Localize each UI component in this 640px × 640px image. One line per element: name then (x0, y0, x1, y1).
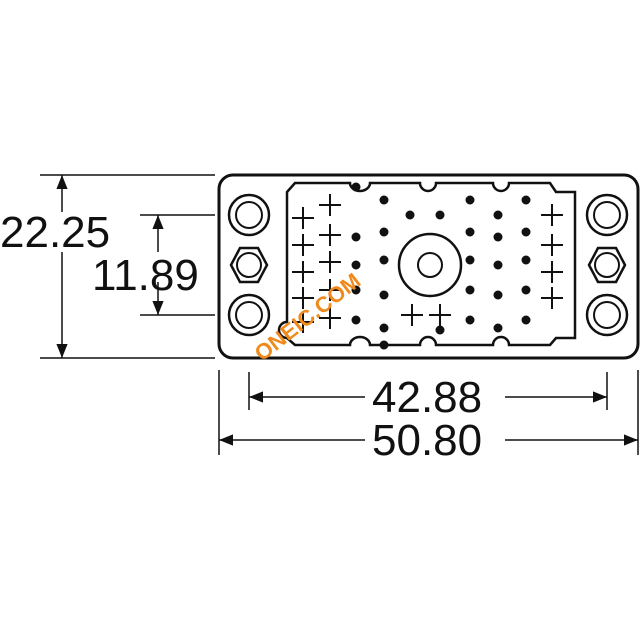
contact-plus-mark (319, 307, 341, 329)
dimension-width-inner: 42.88 (249, 373, 607, 422)
contact-dot (465, 255, 475, 265)
contact-dot (405, 210, 415, 220)
watermark-text: ONEIC.COM (250, 268, 366, 366)
contact-plus-mark (429, 304, 451, 326)
dimension-height-overall-label: 22.25 (0, 208, 110, 257)
contact-plus-mark (292, 207, 314, 229)
contact-dot (521, 195, 531, 205)
contact-plus-mark (541, 204, 563, 226)
contact-dot (379, 195, 389, 205)
contact-dot (465, 227, 475, 237)
contact-dot (465, 285, 475, 295)
contact-dot (521, 315, 531, 325)
housing-outline (217, 173, 640, 360)
contact-plus-mark (319, 279, 341, 301)
contact-dot (493, 210, 503, 220)
contact-plus-mark (319, 224, 341, 246)
contact-plus-mark (319, 194, 341, 216)
contact-plus-mark (292, 311, 314, 333)
contact-dot (435, 210, 445, 220)
contact-dot (493, 290, 503, 300)
contact-dot (521, 285, 531, 295)
contact-plus-mark (292, 261, 314, 283)
contact-dot (521, 227, 531, 237)
extension-lines (40, 174, 639, 455)
contact-dot (521, 255, 531, 265)
contact-dot (379, 227, 389, 237)
contact-plus-mark (292, 234, 314, 256)
contact-dot (351, 260, 361, 270)
dimension-width-overall-label: 50.80 (372, 416, 482, 465)
contact-dot (351, 232, 361, 242)
dimension-width-overall: 50.80 (219, 416, 638, 465)
contact-plus-mark (541, 287, 563, 309)
contact-dot (351, 182, 361, 192)
contact-plus-mark (292, 287, 314, 309)
contact-dot (379, 323, 389, 333)
contact-dot (435, 325, 445, 335)
contact-dot (351, 315, 361, 325)
contact-dot (493, 260, 503, 270)
contact-dot (465, 195, 475, 205)
contact-plus-mark (401, 304, 423, 326)
contact-dot (379, 255, 389, 265)
contact-plus-mark (319, 251, 341, 273)
left-mount-hardware (227, 193, 271, 337)
contact-dot (493, 323, 503, 333)
contact-dot (465, 315, 475, 325)
dimension-height-mount: 11.89 (92, 215, 199, 315)
insert-outline (277, 181, 577, 347)
contact-dot (351, 285, 361, 295)
right-mount-hardware (585, 193, 629, 337)
dimension-width-inner-label: 42.88 (372, 373, 482, 422)
contact-pattern (292, 182, 563, 350)
contact-dot (379, 290, 389, 300)
contact-dot (379, 340, 389, 350)
center-jackscrew (397, 232, 463, 298)
contact-plus-mark (541, 261, 563, 283)
contact-plus-mark (541, 234, 563, 256)
dimension-height-mount-label: 11.89 (92, 251, 199, 300)
dimension-height-overall: 22.25 (0, 175, 110, 358)
contact-dot (493, 232, 503, 242)
